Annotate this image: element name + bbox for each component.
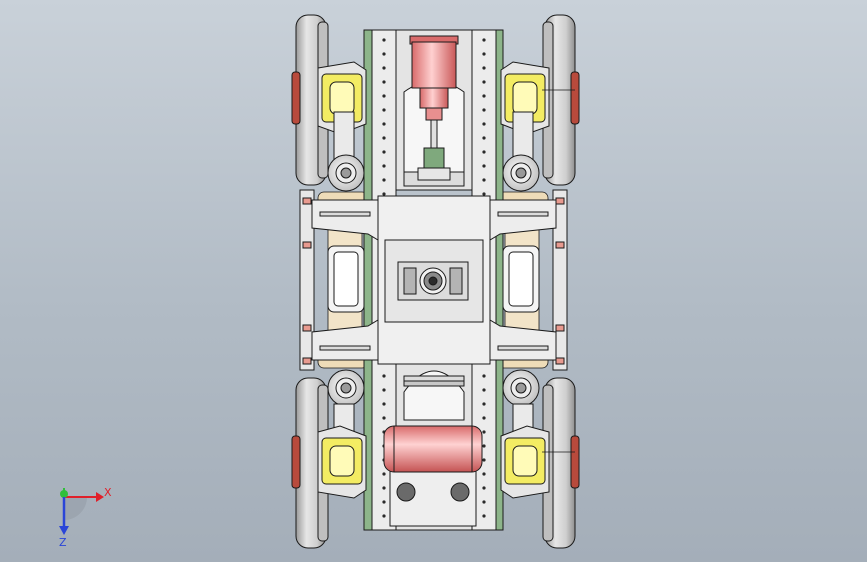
rivet-hole xyxy=(482,402,486,406)
rivet-hole xyxy=(482,430,486,434)
rivet-hole xyxy=(382,94,386,98)
air-spring-left xyxy=(327,245,365,313)
rivet-hole xyxy=(482,514,486,518)
rivet-hole xyxy=(482,416,486,420)
rivet-hole xyxy=(382,500,386,504)
side-frame-right xyxy=(552,189,568,371)
axle-box-rear-right xyxy=(500,369,550,499)
rivet-hole xyxy=(382,402,386,406)
rivet-hole xyxy=(482,374,486,378)
rivet-hole xyxy=(382,178,386,182)
rivet-hole xyxy=(382,472,386,476)
axle-box-rear-left xyxy=(317,369,367,499)
rivet-hole xyxy=(482,444,486,448)
side-frame-left xyxy=(299,189,315,371)
rivet-hole xyxy=(382,388,386,392)
rivet-hole xyxy=(482,80,486,84)
rivet-hole xyxy=(482,122,486,126)
rivet-hole xyxy=(382,108,386,112)
rivet-hole xyxy=(482,472,486,476)
rivet-hole xyxy=(382,374,386,378)
rivet-hole xyxy=(482,150,486,154)
triad-quadrant xyxy=(64,497,87,520)
rivet-hole xyxy=(382,38,386,42)
axle-box-front-left xyxy=(317,61,367,192)
lateral-rods xyxy=(319,211,549,382)
rivet-hole xyxy=(382,192,386,196)
rivet-hole xyxy=(382,486,386,490)
axle-box-front-right xyxy=(500,61,550,192)
rivet-hole xyxy=(482,108,486,112)
z-axis-label: Z xyxy=(59,536,67,549)
air-spring-right xyxy=(502,245,540,313)
center-pivot xyxy=(397,261,469,301)
rivet-hole xyxy=(482,66,486,70)
rivet-hole xyxy=(382,416,386,420)
rivet-hole xyxy=(382,136,386,140)
rivet-hole xyxy=(482,164,486,168)
rivet-hole xyxy=(382,52,386,56)
rivet-hole xyxy=(382,514,386,518)
rivet-hole xyxy=(382,150,386,154)
rivet-hole xyxy=(482,94,486,98)
rivet-hole xyxy=(482,388,486,392)
rivet-hole xyxy=(482,178,486,182)
axis-triad: X Z xyxy=(59,486,112,549)
rivet-hole xyxy=(482,136,486,140)
axle-lines xyxy=(542,89,575,453)
rivet-hole xyxy=(382,122,386,126)
rivet-hole xyxy=(482,192,486,196)
x-axis-label: X xyxy=(104,486,112,499)
rivet-hole xyxy=(382,164,386,168)
air-reservoir xyxy=(383,425,483,473)
rivet-hole xyxy=(382,80,386,84)
motor-cylinder xyxy=(409,35,459,181)
rivet-hole xyxy=(482,500,486,504)
rivet-hole xyxy=(482,52,486,56)
rivet-hole xyxy=(482,486,486,490)
rivet-hole xyxy=(382,66,386,70)
rivet-hole xyxy=(482,458,486,462)
rivet-hole xyxy=(482,38,486,42)
